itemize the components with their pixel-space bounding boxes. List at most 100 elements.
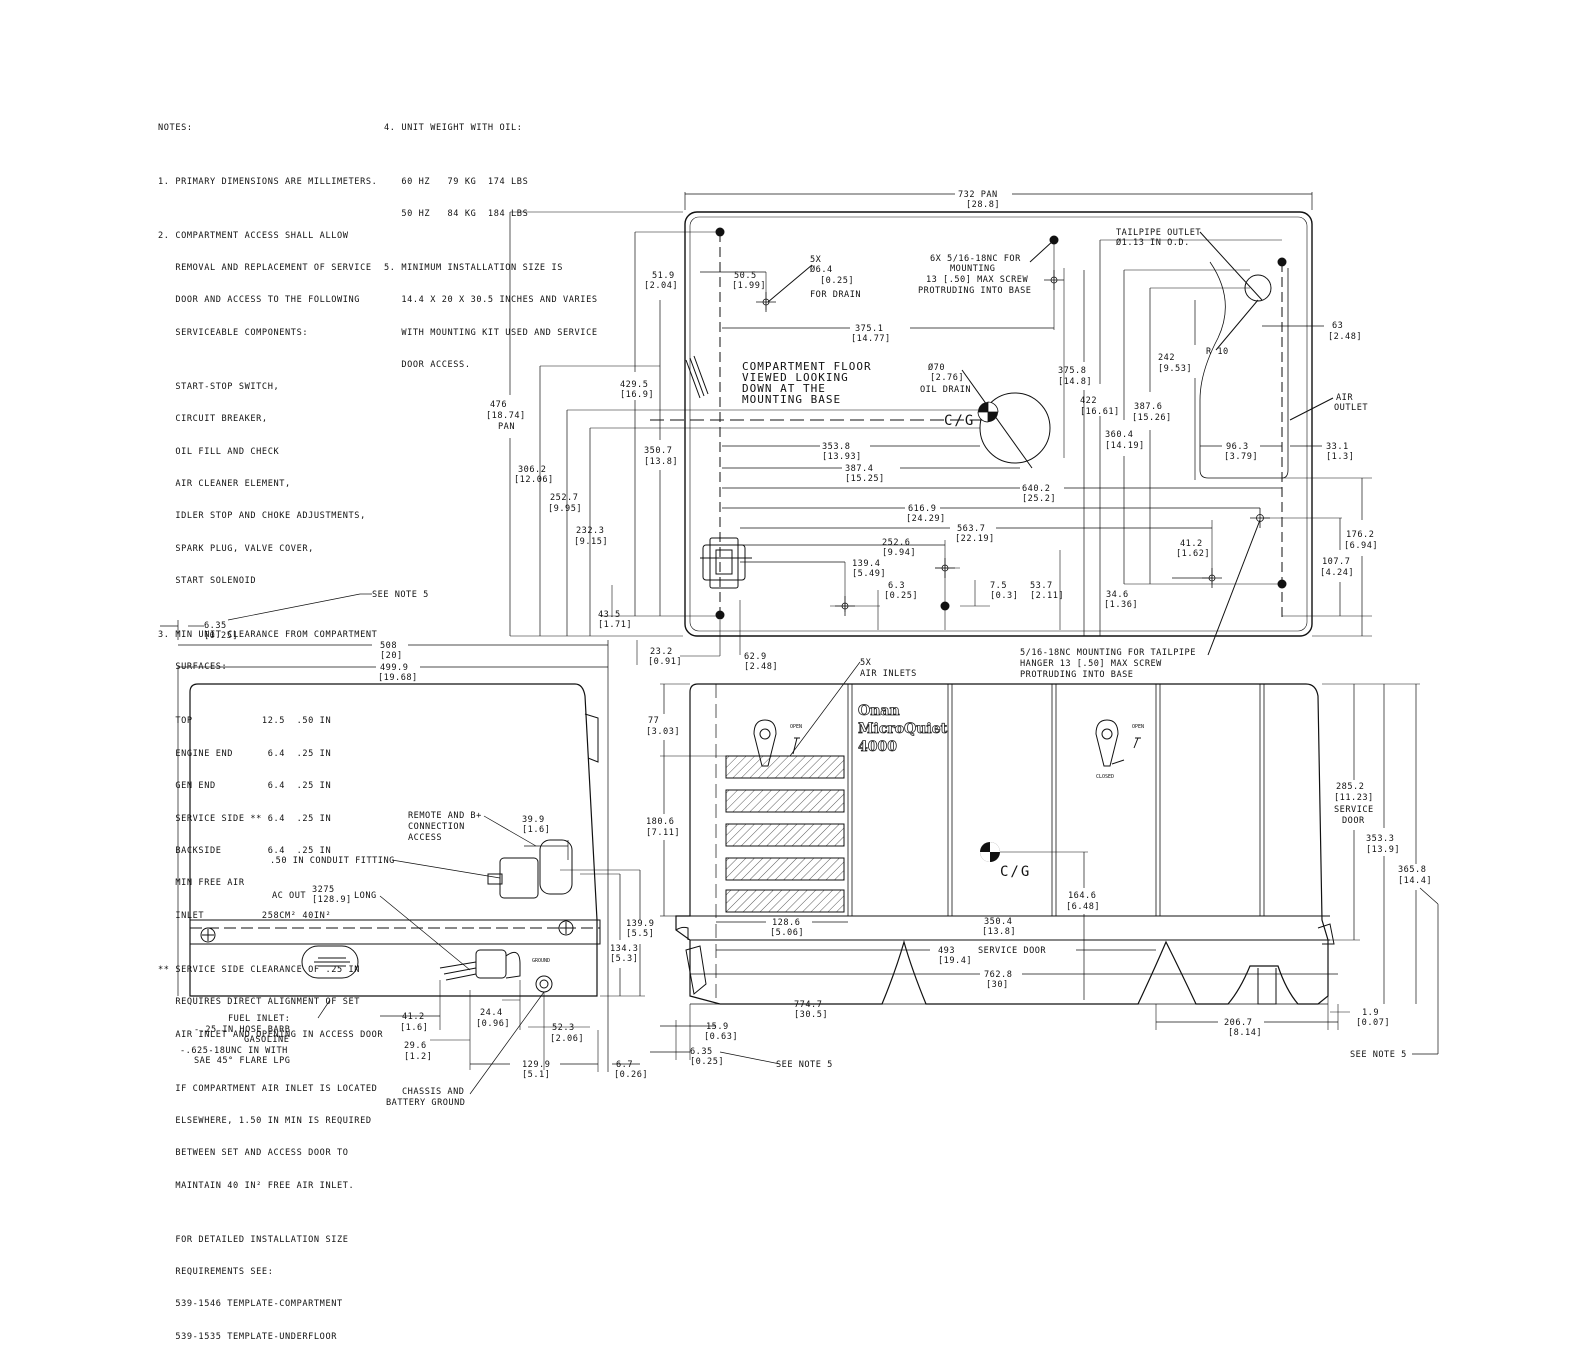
dim: [15.26] (1132, 413, 1172, 423)
floor-caption: COMPARTMENT FLOOR (742, 360, 872, 373)
dim: 176.2 (1346, 530, 1374, 540)
note-line: START-STOP SWITCH, (158, 381, 280, 392)
dim: [0.96] (476, 1019, 510, 1029)
dim: 53.7 (1030, 581, 1053, 591)
hanger-note: PROTRUDING INTO BASE (1020, 670, 1133, 680)
end-view-base-rail (190, 919, 601, 945)
pan-width-dim: 732 PAN (958, 190, 998, 200)
note-line: BACKSIDE 6.4 .25 IN (158, 845, 332, 856)
top-view (509, 192, 1372, 665)
hanger-leader (1207, 519, 1261, 656)
dim: [1.2] (404, 1052, 432, 1062)
installation-drawing: 732 PAN [28.8] COMPARTMENT FLOOR VIEWED … (160, 190, 1439, 1108)
dim: [13.93] (822, 452, 862, 462)
service-door-label: DOOR (1342, 816, 1365, 826)
dim: 306.2 (518, 465, 546, 475)
ac-out-label: LONG (354, 891, 377, 901)
note-line: 60 HZ 79 KG 174 LBS (384, 176, 529, 187)
top-view-labels: 732 PAN [28.8] COMPARTMENT FLOOR VIEWED … (486, 190, 1378, 680)
dim: [30.5] (794, 1010, 828, 1020)
hanger-note: HANGER 13 [.50] MAX SCREW (1020, 659, 1162, 669)
mount-hole (1049, 235, 1059, 245)
dim: 6.35 (690, 1047, 713, 1057)
air-inlet-slot (725, 755, 845, 779)
dim: [12.06] (514, 475, 554, 485)
note-line: AIR INLET AND OPENING IN ACCESS DOOR (158, 1029, 384, 1040)
tailpipe-leader (1199, 231, 1263, 301)
dim: [1.6] (522, 825, 550, 835)
dim: 23.2 (650, 647, 673, 657)
note-line: MAINTAIN 40 IN² FREE AIR INLET. (158, 1180, 355, 1191)
note-line: CIRCUIT BREAKER, (158, 414, 268, 425)
dim: [14.8] (1058, 377, 1092, 387)
dim: [13.8] (644, 457, 678, 467)
dim: [0.07] (1356, 1018, 1390, 1028)
end-view-housing (189, 683, 598, 997)
cg-label: C/G (1000, 864, 1031, 880)
note-line: 539-1546 TEMPLATE-COMPARTMENT (158, 1299, 343, 1310)
dim: 33.1 (1326, 442, 1349, 452)
dim: 242 (1158, 353, 1175, 363)
notes-block-left: NOTES: 1. PRIMARY DIMENSIONS ARE MILLIME… (158, 101, 383, 1353)
dim: [8.14] (1228, 1028, 1262, 1038)
note-line: REQUIREMENTS SEE: (158, 1267, 274, 1278)
dim: [14.77] (851, 334, 891, 344)
dim: 232.3 (576, 526, 604, 536)
dim: 107.7 (1322, 557, 1350, 567)
note-line: 3. MIN UNIT CLEARANCE FROM COMPARTMENT (158, 630, 378, 641)
note-line: 539-1535 TEMPLATE-UNDERFLOOR (158, 1331, 337, 1342)
dim: [11.23] (1334, 793, 1374, 803)
air-inlets-label: AIR INLETS (860, 669, 917, 679)
dim: [9.53] (1158, 364, 1192, 374)
side-view (650, 661, 1439, 1065)
floor-caption: VIEWED LOOKING (742, 371, 849, 384)
radius-leader (1215, 299, 1259, 351)
dim: 164.6 (1068, 891, 1096, 901)
ground-label: GROUND (532, 958, 550, 964)
top-view-drain-crosses (756, 270, 1270, 616)
dim: [3.79] (1224, 452, 1258, 462)
floor-caption: MOUNTING BASE (742, 393, 841, 406)
dim: 387.4 (845, 464, 873, 474)
dim: 51.9 (652, 271, 675, 281)
dim: [1.62] (1176, 549, 1210, 559)
dim: [25.2] (1022, 494, 1056, 504)
dim: 350.4 (984, 917, 1012, 927)
fuel-inlet-slot (301, 945, 359, 979)
mount-hole (715, 227, 725, 237)
note-line: BETWEEN SET AND ACCESS DOOR TO (158, 1148, 349, 1159)
air-inlet-slot (725, 789, 845, 813)
dim: [16.9] (620, 390, 654, 400)
mount-hole (1277, 579, 1287, 589)
note-line: FOR DETAILED INSTALLATION SIZE (158, 1234, 349, 1245)
drain-note: [0.25] (820, 276, 854, 286)
dim: [9.94] (882, 548, 916, 558)
dim: [14.19] (1105, 441, 1145, 451)
dim: 41.2 (1180, 539, 1203, 549)
dim: 134.3 (610, 944, 638, 954)
dim: [5.49] (852, 569, 886, 579)
note-line: 5. MINIMUM INSTALLATION SIZE IS (384, 262, 563, 273)
dim: [3.03] (646, 727, 680, 737)
ac-out-label: [128.9] (312, 895, 352, 905)
floor-caption: DOWN AT THE (742, 382, 826, 395)
dim: [0.3] (990, 591, 1018, 601)
note-line: GEN END 6.4 .25 IN (158, 781, 332, 792)
dim: 41.2 (402, 1012, 425, 1022)
dim: 360.4 (1105, 430, 1133, 440)
pan-inner-outline (689, 216, 1308, 632)
radius-label: R 10 (1206, 347, 1229, 357)
dim: [2.11] (1030, 591, 1064, 601)
dim: [0.26] (614, 1070, 648, 1080)
dim: 493 (938, 946, 955, 956)
dim: 29.6 (404, 1041, 427, 1051)
dim: 43.5 (598, 610, 621, 620)
dim: 24.4 (480, 1008, 503, 1018)
tailpipe-label: Ø1.13 IN O.D. (1116, 237, 1190, 248)
note-line: ** SERVICE SIDE CLEARANCE OF .25 IN (158, 964, 361, 975)
notes-block-right: 4. UNIT WEIGHT WITH OIL: 60 HZ 79 KG 174… (384, 101, 598, 382)
dim: 640.2 (1022, 484, 1050, 494)
drain-note: 5X (810, 255, 822, 265)
side-view-marks (980, 842, 1000, 862)
door-latch-right (1095, 719, 1119, 767)
